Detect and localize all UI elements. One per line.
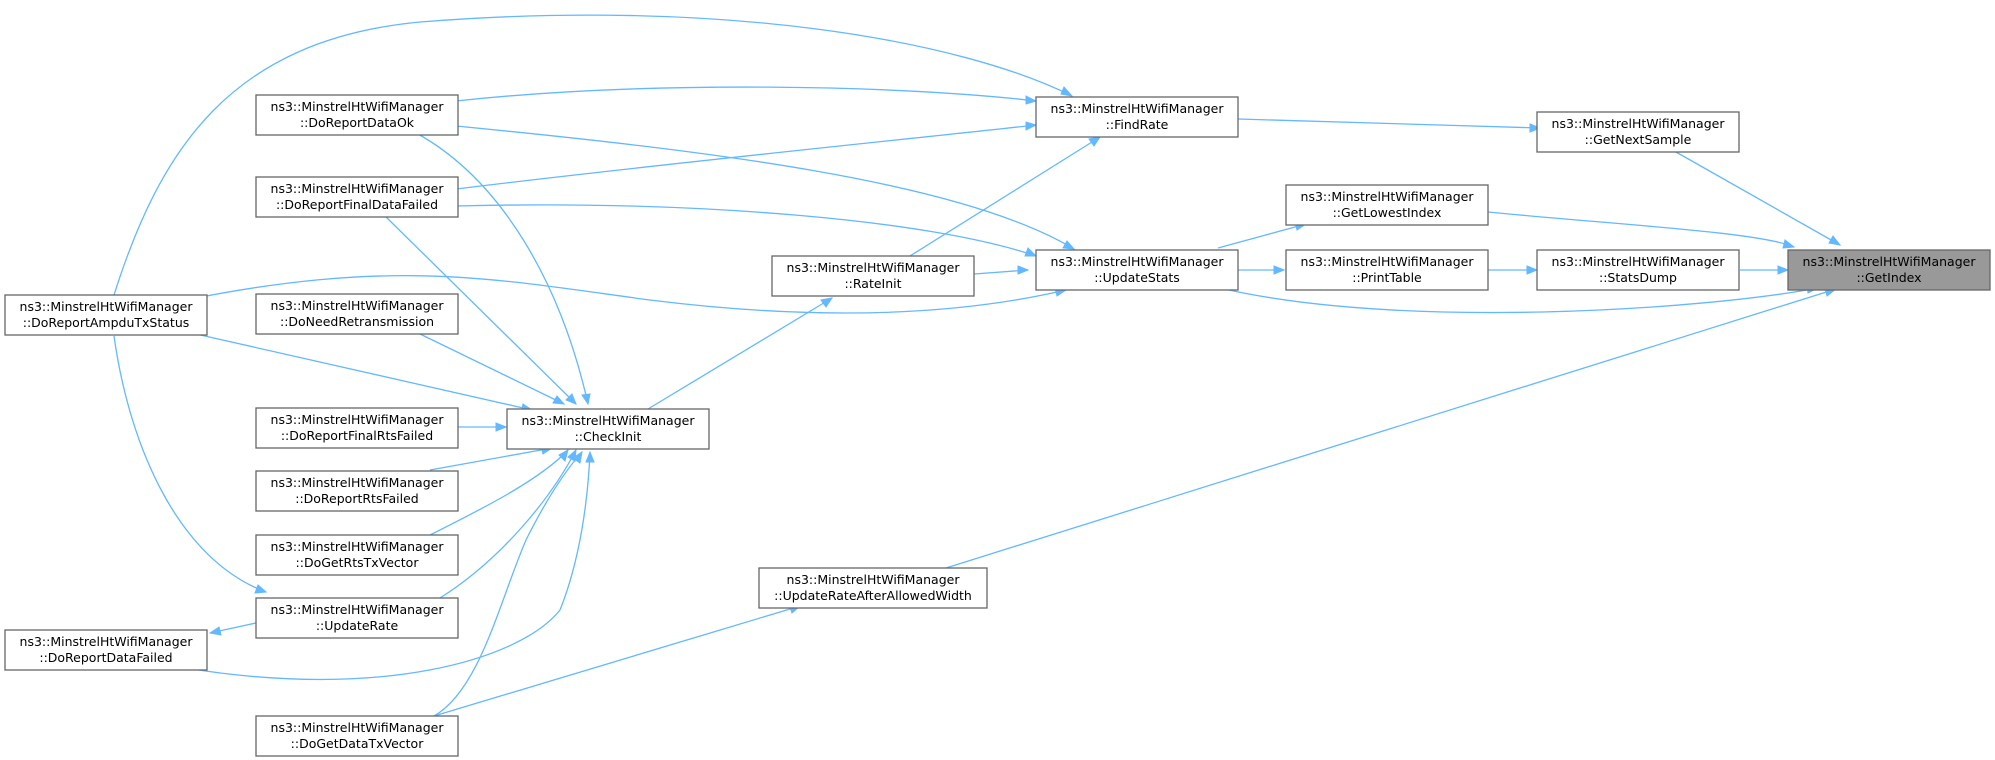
node-doreportampdutxstatus-line2: ::DoReportAmpduTxStatus [23, 315, 190, 330]
node-dogetdatatxvector[interactable]: ns3::MinstrelHtWifiManager ::DoGetDataTx… [255, 715, 459, 757]
edge-updaterate-to-checkinit [439, 448, 577, 599]
node-updaterateafterallowedwidth-line1: ns3::MinstrelHtWifiManager [787, 572, 961, 587]
node-rateinit[interactable]: ns3::MinstrelHtWifiManager ::RateInit [771, 255, 975, 297]
node-getlowestindex[interactable]: ns3::MinstrelHtWifiManager ::GetLowestIn… [1285, 184, 1489, 226]
node-doreportampdutxstatus-line1: ns3::MinstrelHtWifiManager [20, 299, 194, 314]
edge-dogetdatatxvector-to-checkinit [433, 450, 583, 717]
node-findrate[interactable]: ns3::MinstrelHtWifiManager ::FindRate [1035, 96, 1239, 138]
edge-doreportfinaldatafailed-to-updatestats [455, 204, 1038, 257]
node-doreportfinalrtsfailed-line1: ns3::MinstrelHtWifiManager [271, 412, 445, 427]
node-updaterateafterallowedwidth-line2: ::UpdateRateAfterAllowedWidth [774, 588, 972, 603]
node-rateinit-line1: ns3::MinstrelHtWifiManager [787, 260, 961, 275]
edge-statsdump-to-getindex [1740, 265, 1790, 275]
node-dogetdatatxvector-line2: ::DoGetDataTxVector [291, 736, 425, 751]
node-printtable-line1: ns3::MinstrelHtWifiManager [1301, 254, 1475, 269]
node-doreportrtsfailed-line1: ns3::MinstrelHtWifiManager [271, 475, 445, 490]
node-findrate-line1: ns3::MinstrelHtWifiManager [1051, 101, 1225, 116]
node-dogetrtstxvector-line2: ::DoGetRtsTxVector [296, 555, 420, 570]
node-statsdump-line1: ns3::MinstrelHtWifiManager [1552, 254, 1726, 269]
edge-getlowestindex-to-getindex [1487, 211, 1796, 249]
node-checkinit-line2: ::CheckInit [575, 429, 642, 444]
node-updatestats[interactable]: ns3::MinstrelHtWifiManager ::UpdateStats [1035, 249, 1239, 291]
node-updaterate-line2: ::UpdateRate [316, 618, 399, 633]
edge-updatestats-to-printtable [1238, 265, 1286, 275]
node-dogetrtstxvector-line1: ns3::MinstrelHtWifiManager [271, 539, 445, 554]
node-statsdump-line2: ::StatsDump [1599, 270, 1677, 285]
node-doreportrtsfailed[interactable]: ns3::MinstrelHtWifiManager ::DoReportRts… [255, 470, 459, 512]
edge-doreportampdutxstatus-to-updaterate [113, 335, 268, 594]
edge-updatestats-to-getlowestindex [1217, 221, 1308, 249]
edge-findrate-to-getnextsample [1237, 118, 1542, 133]
node-updaterate[interactable]: ns3::MinstrelHtWifiManager ::UpdateRate [255, 597, 459, 639]
node-doreportdatafailed-line2: ::DoReportDataFailed [39, 650, 172, 665]
node-doreportrtsfailed-line2: ::DoReportRtsFailed [295, 491, 419, 506]
node-rateinit-line2: ::RateInit [844, 276, 901, 291]
node-doreportfinaldatafailed-line2: ::DoReportFinalDataFailed [276, 197, 438, 212]
node-getlowestindex-line2: ::GetLowestIndex [1333, 205, 1442, 220]
node-updatestats-line1: ns3::MinstrelHtWifiManager [1051, 254, 1225, 269]
edge-rateinit-to-findrate [909, 136, 1102, 257]
node-doneedretransmission-line2: ::DoNeedRetransmission [280, 314, 434, 329]
node-getnextsample[interactable]: ns3::MinstrelHtWifiManager ::GetNextSamp… [1536, 111, 1740, 153]
edge-doneedretransmission-to-checkinit [417, 332, 566, 405]
node-doreportdataok-line1: ns3::MinstrelHtWifiManager [271, 99, 445, 114]
edge-doreportfinaldatafailed-to-checkinit [383, 214, 577, 405]
node-updatestats-line2: ::UpdateStats [1094, 270, 1180, 285]
edge-doreportdataok-to-findrate [455, 86, 1038, 105]
edge-doreportfinaldatafailed-to-findrate [455, 121, 1038, 190]
node-dogetrtstxvector[interactable]: ns3::MinstrelHtWifiManager ::DoGetRtsTxV… [255, 534, 459, 576]
node-getindex-line1: ns3::MinstrelHtWifiManager [1803, 254, 1977, 269]
node-doreportfinaldatafailed[interactable]: ns3::MinstrelHtWifiManager ::DoReportFin… [255, 176, 459, 218]
edge-getnextsample-to-getindex [1675, 151, 1842, 246]
node-doreportdataok-line2: ::DoReportDataOk [300, 115, 415, 130]
node-getnextsample-line1: ns3::MinstrelHtWifiManager [1552, 116, 1726, 131]
node-getindex[interactable]: ns3::MinstrelHtWifiManager ::GetIndex [1787, 249, 1991, 291]
edge-rateinit-to-updatestats [973, 265, 1030, 275]
node-findrate-line2: ::FindRate [1106, 117, 1169, 132]
node-getindex-line2: ::GetIndex [1856, 270, 1921, 285]
node-doreportdatafailed[interactable]: ns3::MinstrelHtWifiManager ::DoReportDat… [4, 629, 208, 671]
node-doreportdatafailed-line1: ns3::MinstrelHtWifiManager [20, 634, 194, 649]
node-doreportfinaldatafailed-line1: ns3::MinstrelHtWifiManager [271, 181, 445, 196]
node-doreportampdutxstatus[interactable]: ns3::MinstrelHtWifiManager ::DoReportAmp… [4, 294, 208, 336]
edge-doreportdataok-to-updatestats [455, 125, 1076, 250]
node-dogetdatatxvector-line1: ns3::MinstrelHtWifiManager [271, 720, 445, 735]
edge-dogetdatatxvector-to-updaterateafterallowedwidth [433, 604, 802, 717]
node-updaterateafterallowedwidth[interactable]: ns3::MinstrelHtWifiManager ::UpdateRateA… [758, 567, 988, 609]
edge-doreportdataok-to-checkinit [417, 133, 591, 406]
edge-updaterate-to-doreportdatafailed [208, 622, 257, 636]
node-getlowestindex-line1: ns3::MinstrelHtWifiManager [1301, 189, 1475, 204]
node-doneedretransmission-line1: ns3::MinstrelHtWifiManager [271, 298, 445, 313]
node-doreportfinalrtsfailed[interactable]: ns3::MinstrelHtWifiManager ::DoReportFin… [255, 407, 459, 449]
node-checkinit[interactable]: ns3::MinstrelHtWifiManager ::CheckInit [506, 408, 710, 450]
node-printtable-line2: ::PrintTable [1352, 270, 1422, 285]
edge-doreportampdutxstatus-to-checkinit [195, 333, 534, 413]
node-getnextsample-line2: ::GetNextSample [1585, 132, 1692, 147]
edge-dogetrtstxvector-to-checkinit [429, 448, 569, 536]
node-updaterate-line1: ns3::MinstrelHtWifiManager [271, 602, 445, 617]
node-printtable[interactable]: ns3::MinstrelHtWifiManager ::PrintTable [1285, 249, 1489, 291]
edge-checkinit-to-rateinit [647, 297, 834, 410]
node-doreportdataok[interactable]: ns3::MinstrelHtWifiManager ::DoReportDat… [255, 94, 459, 136]
node-doneedretransmission[interactable]: ns3::MinstrelHtWifiManager ::DoNeedRetra… [255, 293, 459, 335]
node-doreportfinalrtsfailed-line2: ::DoReportFinalRtsFailed [281, 428, 433, 443]
node-checkinit-line1: ns3::MinstrelHtWifiManager [522, 413, 696, 428]
edge-doreportampdutxstatus-to-findrate [113, 14, 1074, 296]
edge-updaterateafterallowedwidth-to-getindex [945, 287, 1838, 569]
edge-printtable-to-statsdump [1488, 265, 1539, 275]
edge-doreportdatafailed-to-checkinit [185, 450, 595, 681]
node-statsdump[interactable]: ns3::MinstrelHtWifiManager ::StatsDump [1536, 249, 1740, 291]
edge-doreportfinalrtsfailed-to-checkinit [456, 422, 508, 432]
